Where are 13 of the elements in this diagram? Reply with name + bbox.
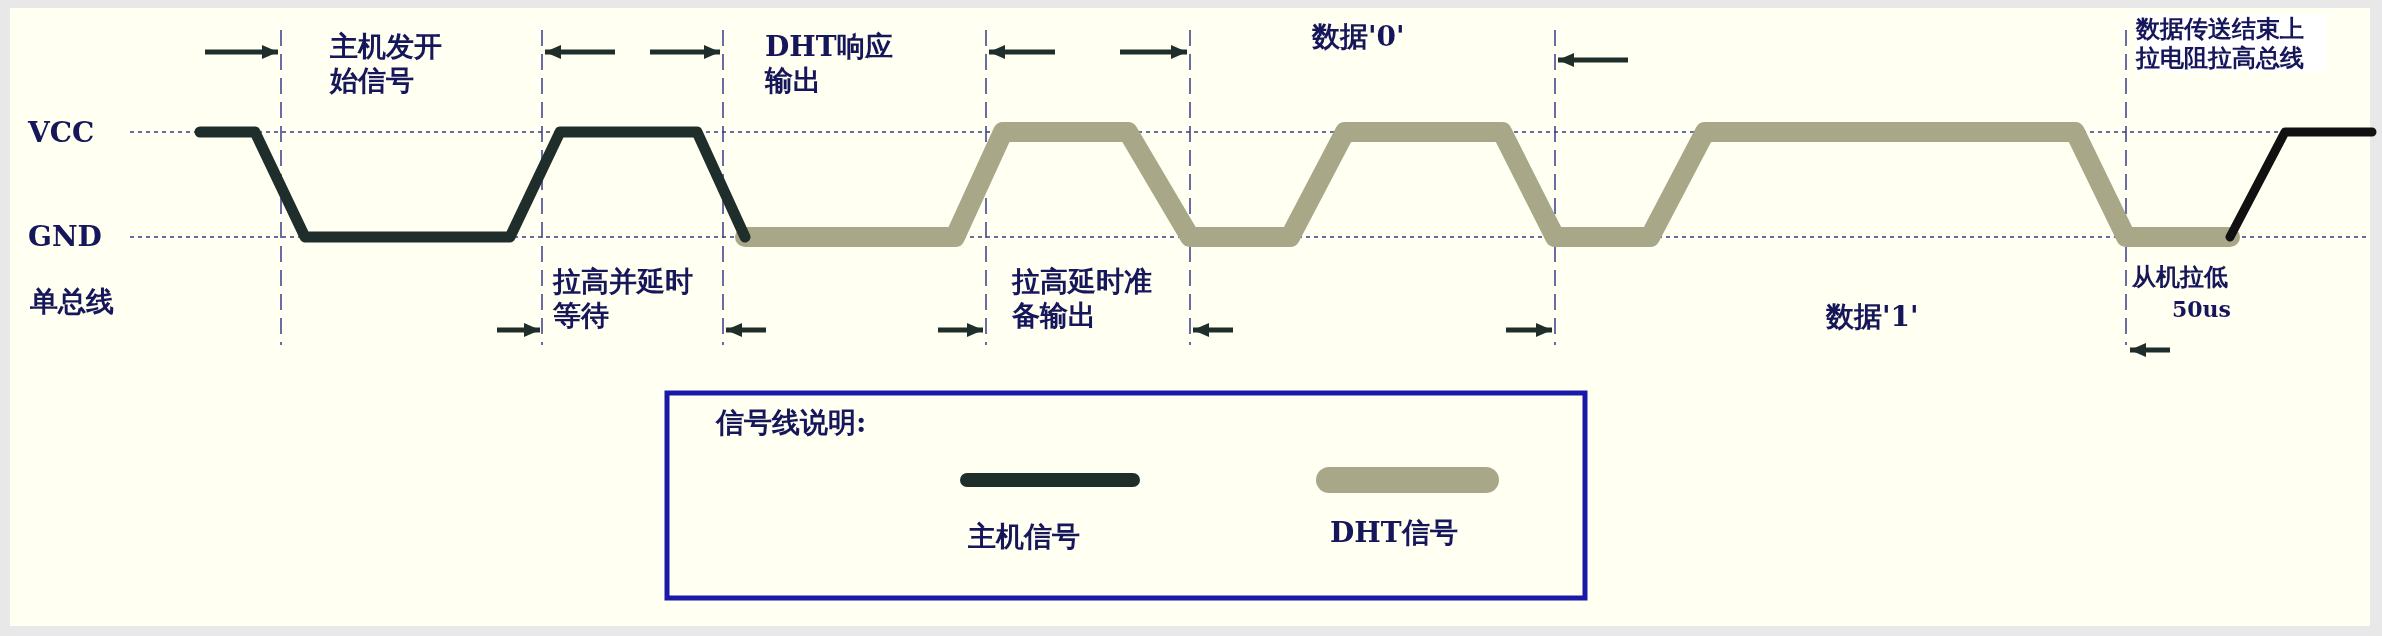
phase-label: 拉高延时准备输出 xyxy=(1012,265,1153,333)
legend-title: 信号线说明: xyxy=(716,406,868,440)
phase-label: DHT响应输出 xyxy=(765,30,894,98)
phase-label: 从机拉低 xyxy=(2132,262,2229,291)
phase-label: 拉高并延时等待 xyxy=(553,265,694,333)
phase-label: 数据'0' xyxy=(1312,20,1406,54)
phase-label: 数据传送结束上拉电阻拉高总线 xyxy=(2136,14,2326,72)
phase-label: 主机发开始信号 xyxy=(330,30,443,98)
phase-label: 单总线 xyxy=(30,285,115,319)
legend-label: 主机信号 xyxy=(968,520,1080,554)
phase-label: 50us xyxy=(2172,296,2232,322)
legend-label: DHT信号 xyxy=(1330,516,1458,550)
phase-label: 数据'1' xyxy=(1826,300,1920,334)
